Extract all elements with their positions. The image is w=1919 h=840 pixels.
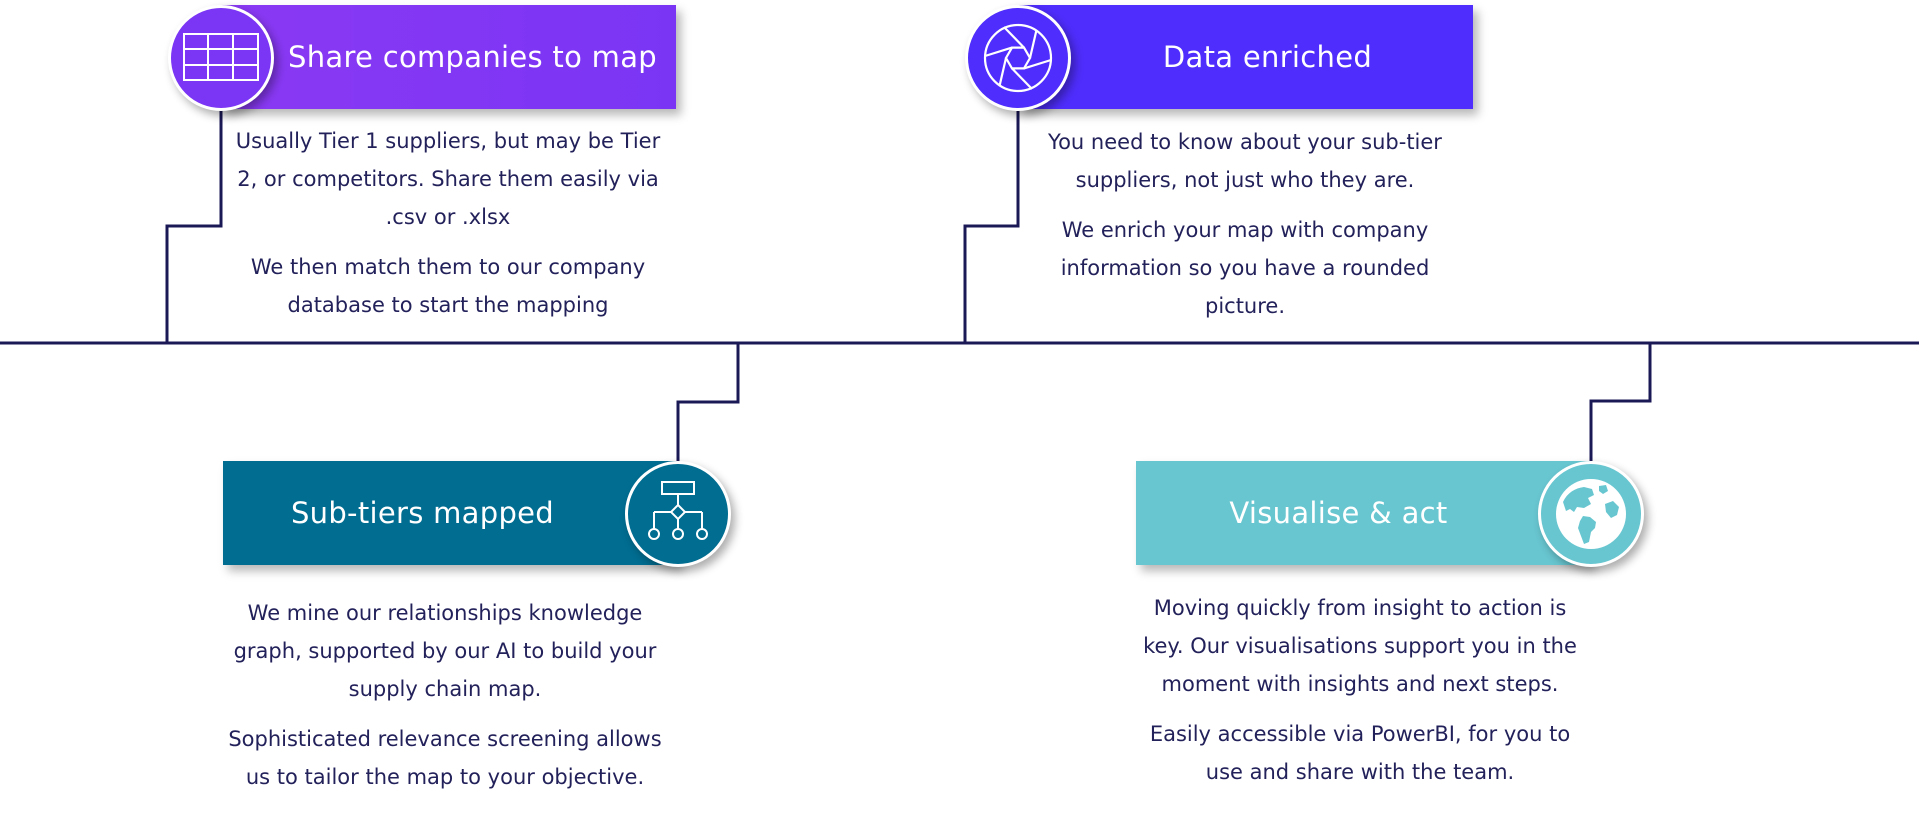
- connector-step-2: [963, 105, 1020, 343]
- step-banner-visualise-act: Visualise & act: [1136, 461, 1591, 565]
- globe-icon: [1538, 461, 1644, 567]
- hierarchy-diagram-icon: [625, 461, 731, 567]
- step-banner-share-companies: Share companies to map: [221, 5, 676, 109]
- step-paragraph: We enrich your map with company informat…: [1060, 218, 1430, 318]
- step-paragraph: We then match them to our company databa…: [250, 255, 646, 317]
- step-title: Sub-tiers mapped: [290, 496, 555, 530]
- step-paragraph: Easily accessible via PowerBI, for you t…: [1149, 722, 1571, 784]
- step-paragraph: We mine our relationships knowledge grap…: [233, 601, 657, 701]
- step-description-sub-tiers-mapped: We mine our relationships knowledge grap…: [225, 594, 665, 808]
- connector-step-3: [676, 343, 740, 463]
- step-banner-data-enriched: Data enriched: [1018, 5, 1473, 109]
- step-paragraph: Usually Tier 1 suppliers, but may be Tie…: [235, 129, 661, 229]
- connector-step-4: [1589, 343, 1652, 461]
- step-description-data-enriched: You need to know about your sub-tier sup…: [1030, 123, 1460, 337]
- step-paragraph: Moving quickly from insight to action is…: [1143, 596, 1577, 696]
- step-title: Visualise & act: [1229, 496, 1448, 530]
- connector-step-1: [165, 105, 223, 343]
- step-paragraph: You need to know about your sub-tier sup…: [1048, 130, 1442, 192]
- step-title: Data enriched: [1162, 40, 1373, 74]
- table-grid-icon: [168, 5, 274, 111]
- step-description-visualise-act: Moving quickly from insight to action is…: [1140, 589, 1580, 803]
- step-paragraph: Sophisticated relevance screening allows…: [228, 727, 662, 789]
- step-title: Share companies to map: [288, 40, 657, 74]
- step-description-share-companies: Usually Tier 1 suppliers, but may be Tie…: [230, 122, 666, 336]
- step-banner-sub-tiers-mapped: Sub-tiers mapped: [223, 461, 678, 565]
- camera-aperture-icon: [965, 5, 1071, 111]
